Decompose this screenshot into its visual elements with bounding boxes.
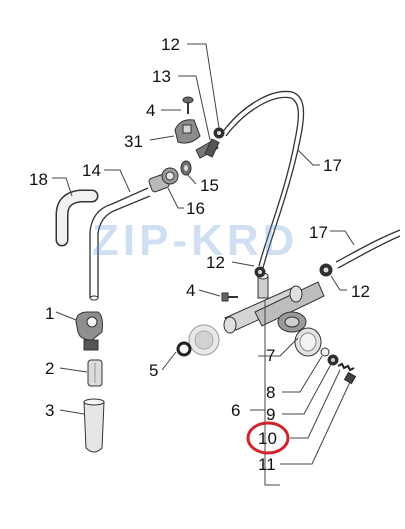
label-part-3: 3 [45,401,54,420]
washer-part-15 [180,160,192,176]
hose-part-17-right [335,229,401,269]
screw-part-4-mid [221,292,238,302]
fitting-part-16 [148,167,179,193]
washer-part-12-right [319,263,333,277]
manifold-body [223,272,325,334]
washer-part-12-top [213,127,225,139]
label-part-16: 16 [186,199,205,218]
o-ring-part-5 [176,341,192,357]
screw-part-4-top [182,96,194,114]
label-part-12-right: 12 [351,282,370,301]
label-part-4-mid: 4 [186,281,195,300]
disc-part-7 [294,327,322,357]
leader-lines [52,43,355,486]
valve-part-13 [195,138,220,159]
label-part-12-top: 12 [161,35,180,54]
label-part-8: 8 [266,383,275,402]
pin-part-11 [343,371,357,385]
label-part-11: 11 [258,455,276,474]
tap-knob-part-1 [75,311,103,351]
spring-part-10 [337,362,355,372]
label-part-5: 5 [149,361,158,380]
label-part-18: 18 [29,170,48,189]
label-part-31: 31 [124,132,143,151]
label-part-1: 1 [45,304,54,323]
label-part-12-mid: 12 [206,253,225,272]
ring-part-9 [327,354,339,366]
label-part-14: 14 [82,161,101,180]
washer-part-12-mid [254,266,266,278]
pipe-part-14 [89,187,151,301]
label-part-13: 13 [152,67,171,86]
label-part-7: 7 [266,346,275,365]
sleeve-part-2 [87,359,103,387]
label-part-4-top: 4 [146,101,155,120]
highlight-circle-part-10 [246,421,290,455]
label-part-10: 10 [258,429,277,448]
label-part-17-right: 17 [309,223,328,242]
label-part-17-top: 17 [323,156,342,175]
label-part-6: 6 [231,401,240,420]
clamp-part-31 [174,119,201,144]
watermark-text: ZIP-KRD [92,216,298,265]
ring-part-8 [320,347,330,357]
label-part-2: 2 [45,359,54,378]
label-part-9: 9 [266,405,275,424]
bent-pipe-part-18 [55,189,99,247]
label-part-15: 15 [200,176,219,195]
hose-part-17-upper [221,90,305,269]
filter-disc [188,324,220,356]
spout-part-3 [83,398,105,453]
